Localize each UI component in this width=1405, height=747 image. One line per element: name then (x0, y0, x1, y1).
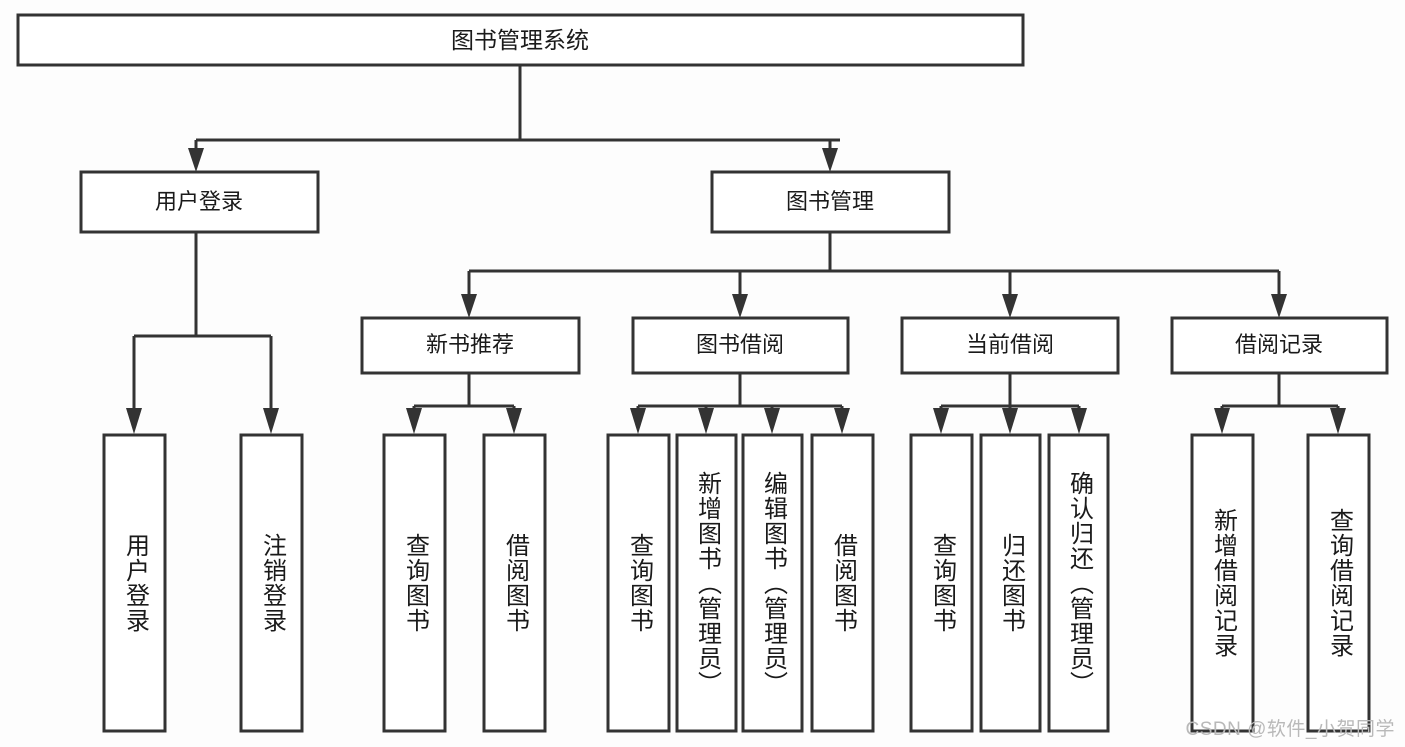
node-user-login-box[interactable] (79, 170, 320, 234)
arrow-to-user-login (188, 148, 204, 172)
arrow-bm-borrow-record (1271, 294, 1287, 318)
connector-group-root (188, 66, 840, 172)
connector-group-borrow-record (1214, 373, 1346, 434)
arrow-bm-book-borrow (732, 294, 748, 318)
leaf-box-user-login-1[interactable] (102, 433, 167, 733)
arrow-bb-leaf3 (764, 408, 780, 434)
arrow-br-leaf1 (1214, 408, 1230, 434)
node-current-borrow-box[interactable] (900, 316, 1120, 375)
node-new-book-recommend-box[interactable] (360, 316, 581, 375)
node-user-login[interactable]: 用户登录 (79, 170, 320, 234)
leaf-box-current-borrow-2[interactable] (979, 433, 1042, 733)
leaf-box-user-login-2[interactable] (239, 433, 304, 733)
node-root-box[interactable] (16, 13, 1025, 67)
arrow-bm-current-borrow (1002, 294, 1018, 318)
node-borrow-record-box[interactable] (1170, 316, 1389, 375)
arrow-bm-new-book (461, 294, 477, 318)
leaf-box-new-book-1[interactable] (382, 433, 447, 733)
arrow-to-book-mgmt (822, 148, 838, 172)
leaf-box-borrow-record-2[interactable] (1306, 433, 1371, 733)
leaf-box-current-borrow-1[interactable] (909, 433, 974, 733)
leaf-box-book-borrow-1[interactable] (606, 433, 671, 733)
leaf-box-book-borrow-3[interactable] (741, 433, 804, 733)
arrow-cb-leaf2 (1002, 408, 1018, 434)
connector-group-new-book (406, 373, 522, 434)
node-current-borrow-label: 当前借阅 (966, 332, 1054, 357)
node-new-book-recommend[interactable]: 新书推荐 (360, 316, 581, 375)
leaf-box-current-borrow-3[interactable] (1047, 433, 1110, 733)
arrow-bb-leaf2 (698, 408, 714, 434)
leaf-box-book-borrow-4[interactable] (810, 433, 875, 733)
arrow-cb-leaf3 (1071, 408, 1087, 434)
node-book-management[interactable]: 图书管理 (710, 170, 951, 234)
arrow-br-leaf2 (1330, 408, 1346, 434)
connector-group-book-borrow (630, 373, 850, 434)
leaf-boxes (102, 433, 1371, 733)
arrow-bb-leaf1 (630, 408, 646, 434)
node-borrow-record[interactable]: 借阅记录 (1170, 316, 1389, 375)
arrow-cb-leaf1 (933, 408, 949, 434)
node-book-management-label: 图书管理 (786, 189, 874, 214)
leaf-box-new-book-2[interactable] (482, 433, 547, 733)
connector-group-user-login (126, 232, 279, 434)
arrow-nb-leaf1 (406, 408, 422, 434)
arrow-ul-leaf2 (263, 408, 279, 434)
node-book-management-box[interactable] (710, 170, 951, 234)
arrow-nb-leaf2 (506, 408, 522, 434)
leaf-box-book-borrow-2[interactable] (675, 433, 738, 733)
node-current-borrow[interactable]: 当前借阅 (900, 316, 1120, 375)
node-new-book-recommend-label: 新书推荐 (426, 332, 514, 357)
node-book-borrow[interactable]: 图书借阅 (631, 316, 850, 375)
node-root-label: 图书管理系统 (451, 27, 589, 53)
node-root[interactable]: 图书管理系统 (16, 13, 1025, 67)
node-book-borrow-box[interactable] (631, 316, 850, 375)
connector-group-current-borrow (933, 373, 1087, 434)
leaf-box-borrow-record-1[interactable] (1190, 433, 1255, 733)
node-borrow-record-label: 借阅记录 (1235, 332, 1323, 357)
connector-group-book-mgmt (461, 232, 1287, 318)
arrow-bb-leaf4 (834, 408, 850, 434)
node-book-borrow-label: 图书借阅 (696, 332, 784, 357)
node-user-login-label: 用户登录 (155, 189, 243, 214)
arrow-ul-leaf1 (126, 408, 142, 434)
